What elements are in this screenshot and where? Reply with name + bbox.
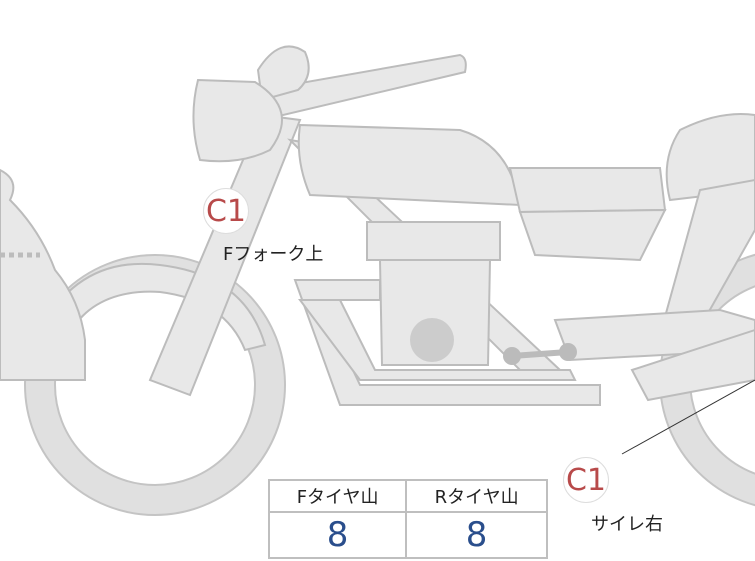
engine-head <box>366 221 501 261</box>
peg-right-end <box>559 343 577 361</box>
rear-cowl <box>665 113 755 202</box>
handlebar <box>248 53 467 122</box>
leader-line <box>621 379 755 455</box>
front-tire-value: 8 <box>267 511 408 559</box>
front-fork-badge: C1 <box>203 188 249 234</box>
engine-cover <box>410 318 454 362</box>
rear-tire-header: Rタイヤ山 <box>405 479 548 513</box>
front-wheel-outline <box>24 254 286 516</box>
tire-tread-table: Fタイヤ山 Rタイヤ山 8 8 <box>267 479 548 559</box>
headlight <box>192 78 283 163</box>
seat <box>508 167 667 214</box>
side-cover <box>518 208 667 262</box>
rear-frame <box>658 178 755 347</box>
engine-block <box>378 259 492 366</box>
exhaust-pipe <box>293 279 601 406</box>
muffler <box>630 328 755 402</box>
front-fairing <box>0 168 86 381</box>
fuel-tank <box>297 123 522 207</box>
front-fork <box>148 113 302 397</box>
exhaust-pipe-upper <box>298 299 577 381</box>
foot-peg <box>511 349 569 359</box>
rear-tire-value: 8 <box>405 511 548 559</box>
right-side-badge: C1 <box>563 457 609 503</box>
front-tire-header: Fタイヤ山 <box>267 479 408 513</box>
peg-left-end <box>503 347 521 365</box>
gauge <box>256 45 310 102</box>
right-side-label: サイレ右 <box>591 514 663 535</box>
front-fork-label: Fフォーク上 <box>223 244 324 265</box>
